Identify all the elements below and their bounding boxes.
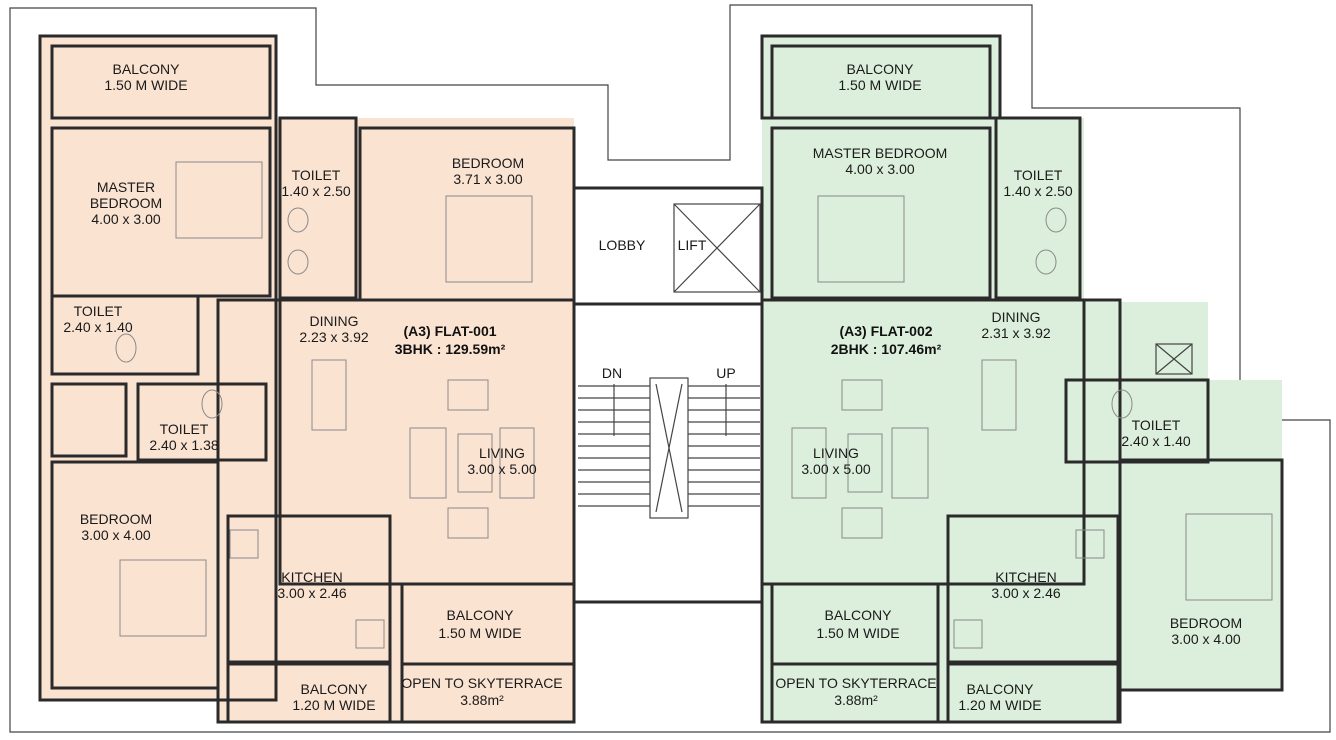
room-name: TOILET [292, 167, 341, 183]
room-label-bedroom-bottom: BEDROOM 3.00 x 4.00 [80, 511, 152, 543]
stair-steps [578, 384, 760, 507]
flat-002-title-text: (A3) FLAT-002 [839, 323, 932, 339]
room-dims: 3.00 x 5.00 [801, 461, 870, 477]
room-label-bedroom: BEDROOM 3.00 x 4.00 [1170, 615, 1242, 647]
room-label-skyterrace: OPEN TO SKYTERRACE 3.88m² [401, 675, 562, 708]
room-name: BEDROOM [452, 155, 524, 171]
room-dims: 1.40 x 2.50 [1003, 183, 1072, 199]
room-label-master-bedroom: MASTER BEDROOM 4.00 x 3.00 [90, 179, 162, 227]
flat-001-title: (A3) FLAT-001 3BHK : 129.59m² [395, 323, 506, 357]
stairs-down-label: DN [602, 365, 622, 381]
room-dims: 3.00 x 4.00 [1171, 631, 1240, 647]
room-label-balcony-right: BALCONY 1.50 M WIDE [438, 607, 521, 641]
room-dims: 1.50 M WIDE [816, 625, 899, 641]
core-labels: LOBBY LIFT DN UP [599, 237, 736, 381]
room-name: KITCHEN [995, 569, 1056, 585]
room-label-balcony-top: BALCONY 1.50 M WIDE [838, 61, 921, 93]
room-label-master-bedroom: MASTER BEDROOM 4.00 x 3.00 [813, 145, 948, 177]
room-name-line1: MASTER [97, 179, 155, 195]
room-label-toilet-3: TOILET 2.40 x 1.38 [149, 421, 218, 453]
flat-001-title-text: (A3) FLAT-001 [403, 323, 496, 339]
lobby-label: LOBBY [599, 237, 646, 253]
room-name: TOILET [1014, 167, 1063, 183]
room-dims: 3.00 x 2.46 [991, 585, 1060, 601]
flat-002-area [762, 36, 1282, 722]
room-dims: 4.00 x 3.00 [845, 161, 914, 177]
room-label-balcony-left: BALCONY 1.50 M WIDE [816, 607, 899, 641]
room-dims: 1.50 M WIDE [838, 77, 921, 93]
room-name: OPEN TO SKYTERRACE [775, 675, 936, 691]
room-label-balcony-top: BALCONY 1.50 M WIDE [104, 61, 187, 93]
room-dims: 1.20 M WIDE [958, 697, 1041, 713]
room-dims: 1.50 M WIDE [438, 625, 521, 641]
room-dims: 3.00 x 4.00 [81, 527, 150, 543]
room-label-balcony-small: BALCONY 1.20 M WIDE [958, 681, 1041, 713]
room-dims: 1.20 M WIDE [292, 697, 375, 713]
room-name: BALCONY [447, 607, 515, 623]
room-name: BALCONY [301, 681, 369, 697]
room-name: LIVING [479, 445, 525, 461]
room-label-living: LIVING 3.00 x 5.00 [801, 445, 870, 477]
stairs-up-label: UP [716, 365, 735, 381]
room-dims: 2.31 x 3.92 [981, 325, 1050, 341]
room-dims: 3.00 x 5.00 [467, 461, 536, 477]
room-name: BEDROOM [1170, 615, 1242, 631]
room-name: KITCHEN [281, 569, 342, 585]
room-label-kitchen: KITCHEN 3.00 x 2.46 [991, 569, 1060, 601]
room-label-toilet-1: TOILET 1.40 x 2.50 [1003, 167, 1072, 199]
flat-001-subtitle-text: 3BHK : 129.59m² [395, 341, 506, 357]
room-label-kitchen: KITCHEN 3.00 x 2.46 [277, 569, 346, 601]
room-name: TOILET [1132, 417, 1181, 433]
room-dims: 4.00 x 3.00 [91, 211, 160, 227]
room-dims: 2.23 x 3.92 [299, 329, 368, 345]
flat-002-furniture [791, 195, 1273, 649]
room-name: BEDROOM [80, 511, 152, 527]
room-name: LIVING [813, 445, 859, 461]
site-boundary [9, 4, 1331, 733]
room-dims: 1.50 M WIDE [104, 77, 187, 93]
room-dims: 2.40 x 1.40 [1121, 433, 1190, 449]
flat-002-subtitle-text: 2BHK : 107.46m² [831, 341, 942, 357]
room-label-balcony-small: BALCONY 1.20 M WIDE [292, 681, 375, 713]
room-name: DINING [992, 309, 1041, 325]
room-name: BALCONY [967, 681, 1035, 697]
room-label-toilet-2: TOILET 2.40 x 1.40 [1121, 417, 1190, 449]
flat-002-walls [760, 34, 1284, 724]
room-dims: 2.40 x 1.40 [63, 319, 132, 335]
room-dims: 3.88m² [834, 692, 878, 708]
flat-001-area [40, 36, 574, 722]
room-label-skyterrace: OPEN TO SKYTERRACE 3.88m² [775, 675, 936, 708]
flat-002-title: (A3) FLAT-002 2BHK : 107.46m² [831, 323, 942, 357]
flat-001-walls [38, 34, 576, 724]
room-name-line2: BEDROOM [90, 195, 162, 211]
room-label-dining: DINING 2.23 x 3.92 [299, 313, 368, 345]
room-name: BALCONY [113, 61, 181, 77]
room-label-dining: DINING 2.31 x 3.92 [981, 309, 1050, 341]
core [572, 186, 764, 604]
room-name: MASTER BEDROOM [813, 145, 948, 161]
room-name: BALCONY [825, 607, 893, 623]
flat-001-furniture [115, 161, 535, 649]
room-dims: 3.71 x 3.00 [453, 171, 522, 187]
room-dims: 1.40 x 2.50 [281, 183, 350, 199]
room-name: BALCONY [847, 61, 915, 77]
room-name: TOILET [160, 421, 209, 437]
room-dims: 3.00 x 2.46 [277, 585, 346, 601]
room-name: DINING [310, 313, 359, 329]
room-label-toilet-1: TOILET 1.40 x 2.50 [281, 167, 350, 199]
room-label-living: LIVING 3.00 x 5.00 [467, 445, 536, 477]
lift-label: LIFT [678, 237, 707, 253]
room-name: TOILET [74, 303, 123, 319]
room-name: OPEN TO SKYTERRACE [401, 675, 562, 691]
room-label-toilet-2: TOILET 2.40 x 1.40 [63, 303, 132, 335]
room-label-bedroom-top: BEDROOM 3.71 x 3.00 [452, 155, 524, 187]
room-dims: 2.40 x 1.38 [149, 437, 218, 453]
room-dims: 3.88m² [460, 692, 504, 708]
